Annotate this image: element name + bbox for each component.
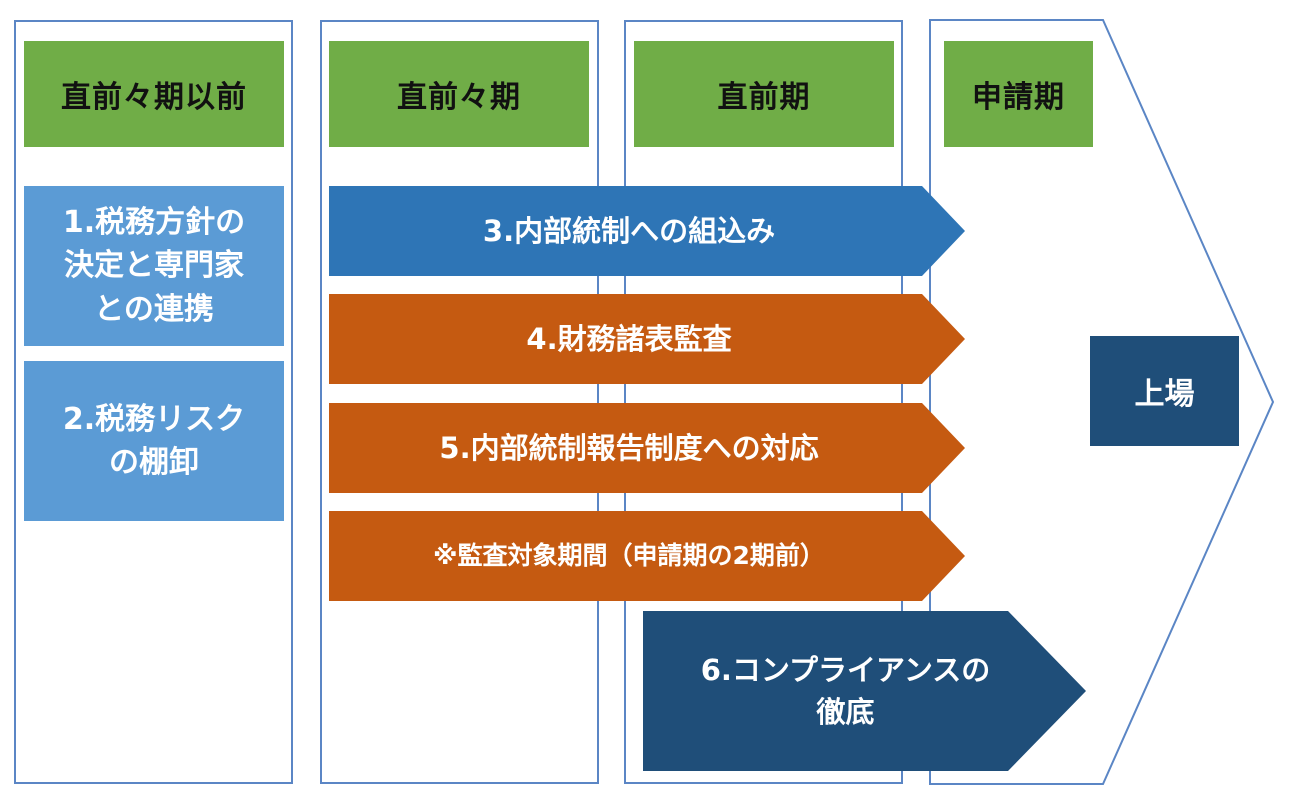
financial-audit-arrow [329,294,965,384]
header-before-two-periods: 直前々期以前 [24,41,284,147]
header-application-period: 申請期 [944,41,1093,147]
audit-period-note-arrow [329,511,965,601]
compliance-label: 6.コンプライアンスの 徹底 [700,652,991,729]
compliance-arrow [643,611,1086,771]
tax-risk-inventory-box: 2.税務リスク の棚卸 [24,361,284,521]
header-previous-period: 直前期 [634,41,894,147]
header-two-periods-before: 直前々期 [329,41,589,147]
internal-control-label: 3.内部統制への組込み [482,213,776,248]
financial-audit-label: 4.財務諸表監査 [526,321,732,356]
listing-box: 上場 [1090,336,1239,446]
icfr-response-arrow [329,403,965,493]
phase-column-2 [320,20,599,784]
tax-policy-box: 1.税務方針の 決定と専門家 との連携 [24,186,284,346]
audit-period-note-label: ※監査対象期間（申請期の2期前） [433,540,825,570]
icfr-response-label: 5.内部統制報告制度への対応 [439,430,819,465]
internal-control-arrow [329,186,965,276]
